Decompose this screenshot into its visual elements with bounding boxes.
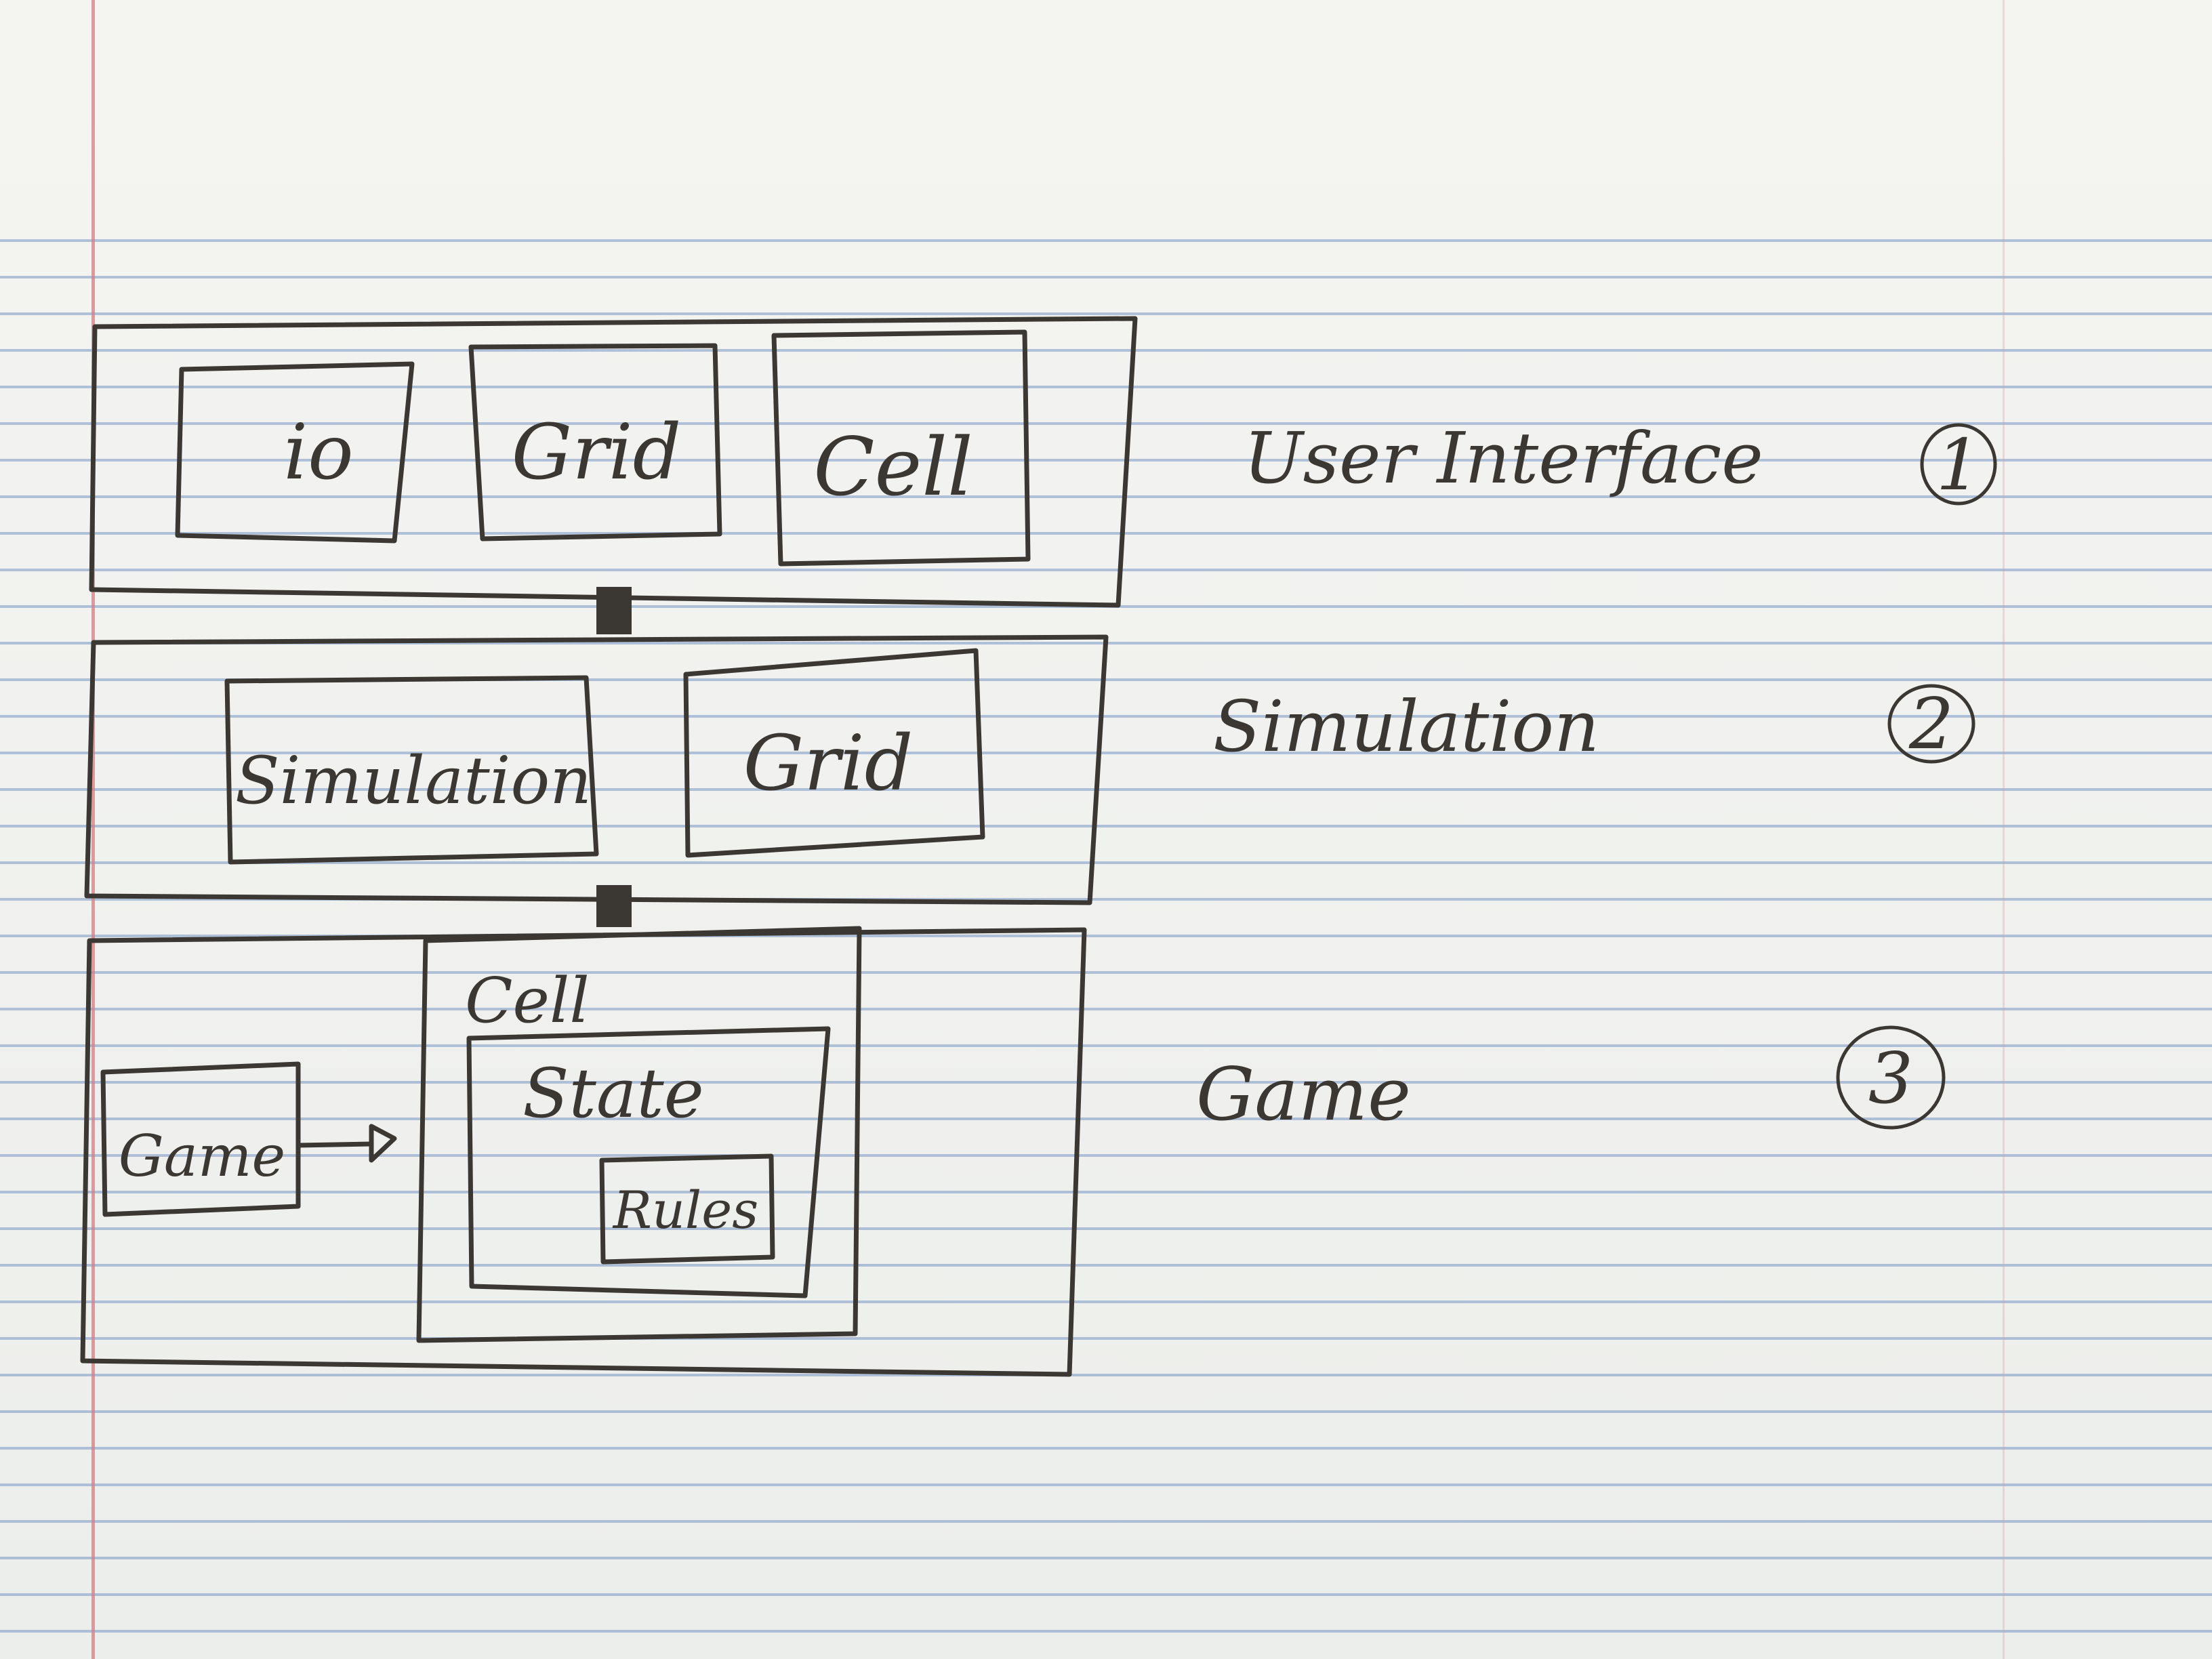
game-box-border [100, 1061, 301, 1217]
faint-margin-line [2003, 0, 2005, 1659]
sim-simulation-box: Simulation [224, 675, 599, 865]
layer-user-interface: io Grid Cell User Interface 1 [89, 316, 1997, 608]
arrow-head-icon [369, 1124, 397, 1163]
ui-cell-box-border [771, 329, 1031, 567]
sim-grid-box-label: Grid [743, 720, 914, 808]
ui-grid-box-label: Grid [512, 409, 682, 497]
game-box: Game [100, 1061, 301, 1217]
layer-1-container [89, 316, 1138, 608]
connector-simulation-game [596, 885, 632, 927]
layer-3-title: Game [1196, 1052, 1411, 1137]
io-box: io [175, 361, 415, 544]
game-cell-box-border [416, 926, 862, 1343]
game-box-label: Game [119, 1123, 286, 1189]
layer-2-number: 2 [1908, 682, 1954, 765]
sim-grid-box-border [683, 648, 985, 858]
game-cell-box: Cell State Rules [416, 926, 862, 1343]
layer-game: Game Cell State Rules Game 3 [80, 926, 1946, 1377]
red-margin-line [91, 0, 95, 1659]
layer-1-title: User Interface [1244, 417, 1763, 499]
ui-cell-box: Cell [771, 329, 1031, 567]
state-box-label: State [523, 1054, 704, 1133]
layer-simulation: Simulation Grid Simulation 2 [84, 634, 1975, 905]
layer-1-number-circle [1920, 423, 1997, 506]
sim-grid-box: Grid [683, 648, 985, 858]
ui-grid-box-border [468, 343, 722, 541]
state-box-border [466, 1026, 831, 1298]
layer-1-number: 1 [1936, 424, 1981, 506]
state-box: State Rules [466, 1026, 831, 1298]
ui-grid-box: Grid [468, 343, 722, 541]
layer-2-number-circle [1887, 684, 1975, 764]
io-box-label: io [283, 409, 353, 497]
rules-box: Rules [599, 1153, 775, 1265]
sim-simulation-box-label: Simulation [235, 743, 592, 819]
io-box-border [175, 361, 415, 544]
rules-box-border [599, 1153, 775, 1265]
ui-cell-box-label: Cell [813, 420, 973, 514]
arrow-game-to-cell [295, 1141, 374, 1148]
layer-2-title: Simulation [1213, 685, 1599, 768]
sim-simulation-box-border [224, 675, 599, 865]
rules-box-label: Rules [612, 1180, 758, 1240]
layer-3-number-circle [1836, 1025, 1946, 1130]
connector-ui-simulation [596, 587, 632, 634]
layer-2-container [84, 634, 1109, 905]
game-cell-box-label: Cell [465, 964, 590, 1037]
layer-3-number: 3 [1868, 1037, 1913, 1120]
